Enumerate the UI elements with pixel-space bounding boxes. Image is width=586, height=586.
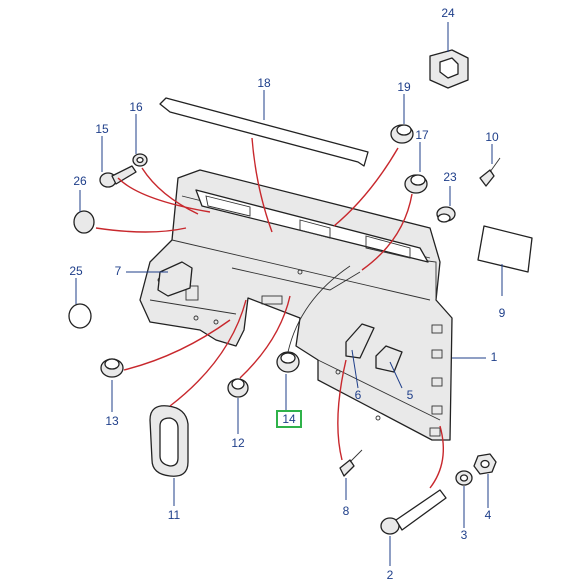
grommet-17 <box>404 174 428 194</box>
plug-26 <box>73 210 95 234</box>
callout-9[interactable]: 9 <box>498 306 506 320</box>
callout-13[interactable]: 13 <box>105 414 119 428</box>
plate-9 <box>477 225 533 273</box>
plug-25 <box>68 303 92 329</box>
bracket-7 <box>157 261 193 297</box>
callout-16[interactable]: 16 <box>129 100 143 114</box>
red-leader-lines <box>95 137 445 489</box>
callout-6[interactable]: 6 <box>354 388 362 402</box>
callout-18[interactable]: 18 <box>257 76 271 90</box>
grommet-14 <box>276 351 300 373</box>
callout-15[interactable]: 15 <box>95 122 109 136</box>
grommet-24 <box>429 49 469 89</box>
callout-5[interactable]: 5 <box>406 388 414 402</box>
callout-25[interactable]: 25 <box>69 264 83 278</box>
plate-5 <box>375 345 403 373</box>
washer-3 <box>455 470 473 486</box>
callout-23[interactable]: 23 <box>443 170 457 184</box>
grommet-13 <box>100 358 124 378</box>
bracket-6 <box>345 323 375 359</box>
grommet-12 <box>227 378 249 398</box>
callout-10[interactable]: 10 <box>485 130 499 144</box>
blue-leader-lines <box>75 22 503 566</box>
callout-24[interactable]: 24 <box>441 6 455 20</box>
callout-4[interactable]: 4 <box>484 508 492 522</box>
hose-line <box>287 265 351 353</box>
panel-top-rails <box>195 189 429 263</box>
callout-7[interactable]: 7 <box>114 264 122 278</box>
rivet-10 <box>479 157 501 187</box>
gasket-11 <box>149 405 189 477</box>
callout-1[interactable]: 1 <box>490 350 498 364</box>
callout-11[interactable]: 11 <box>167 508 181 522</box>
callout-8[interactable]: 8 <box>342 504 350 518</box>
callout-19[interactable]: 19 <box>397 80 411 94</box>
callout-26[interactable]: 26 <box>73 174 87 188</box>
grommet-19 <box>390 124 414 144</box>
callout-17[interactable]: 17 <box>415 128 429 142</box>
callout-3[interactable]: 3 <box>460 528 468 542</box>
nut-4 <box>473 453 497 475</box>
callout-12[interactable]: 12 <box>231 436 245 450</box>
bolt-2 <box>380 489 447 535</box>
cap-23 <box>436 206 456 223</box>
stud-8 <box>339 449 363 477</box>
bolt-15 <box>99 165 137 188</box>
callout-2[interactable]: 2 <box>386 568 394 582</box>
washer-16 <box>132 153 148 167</box>
seal-strip-18 <box>159 97 369 167</box>
callout-14[interactable]: 14 <box>276 410 302 428</box>
